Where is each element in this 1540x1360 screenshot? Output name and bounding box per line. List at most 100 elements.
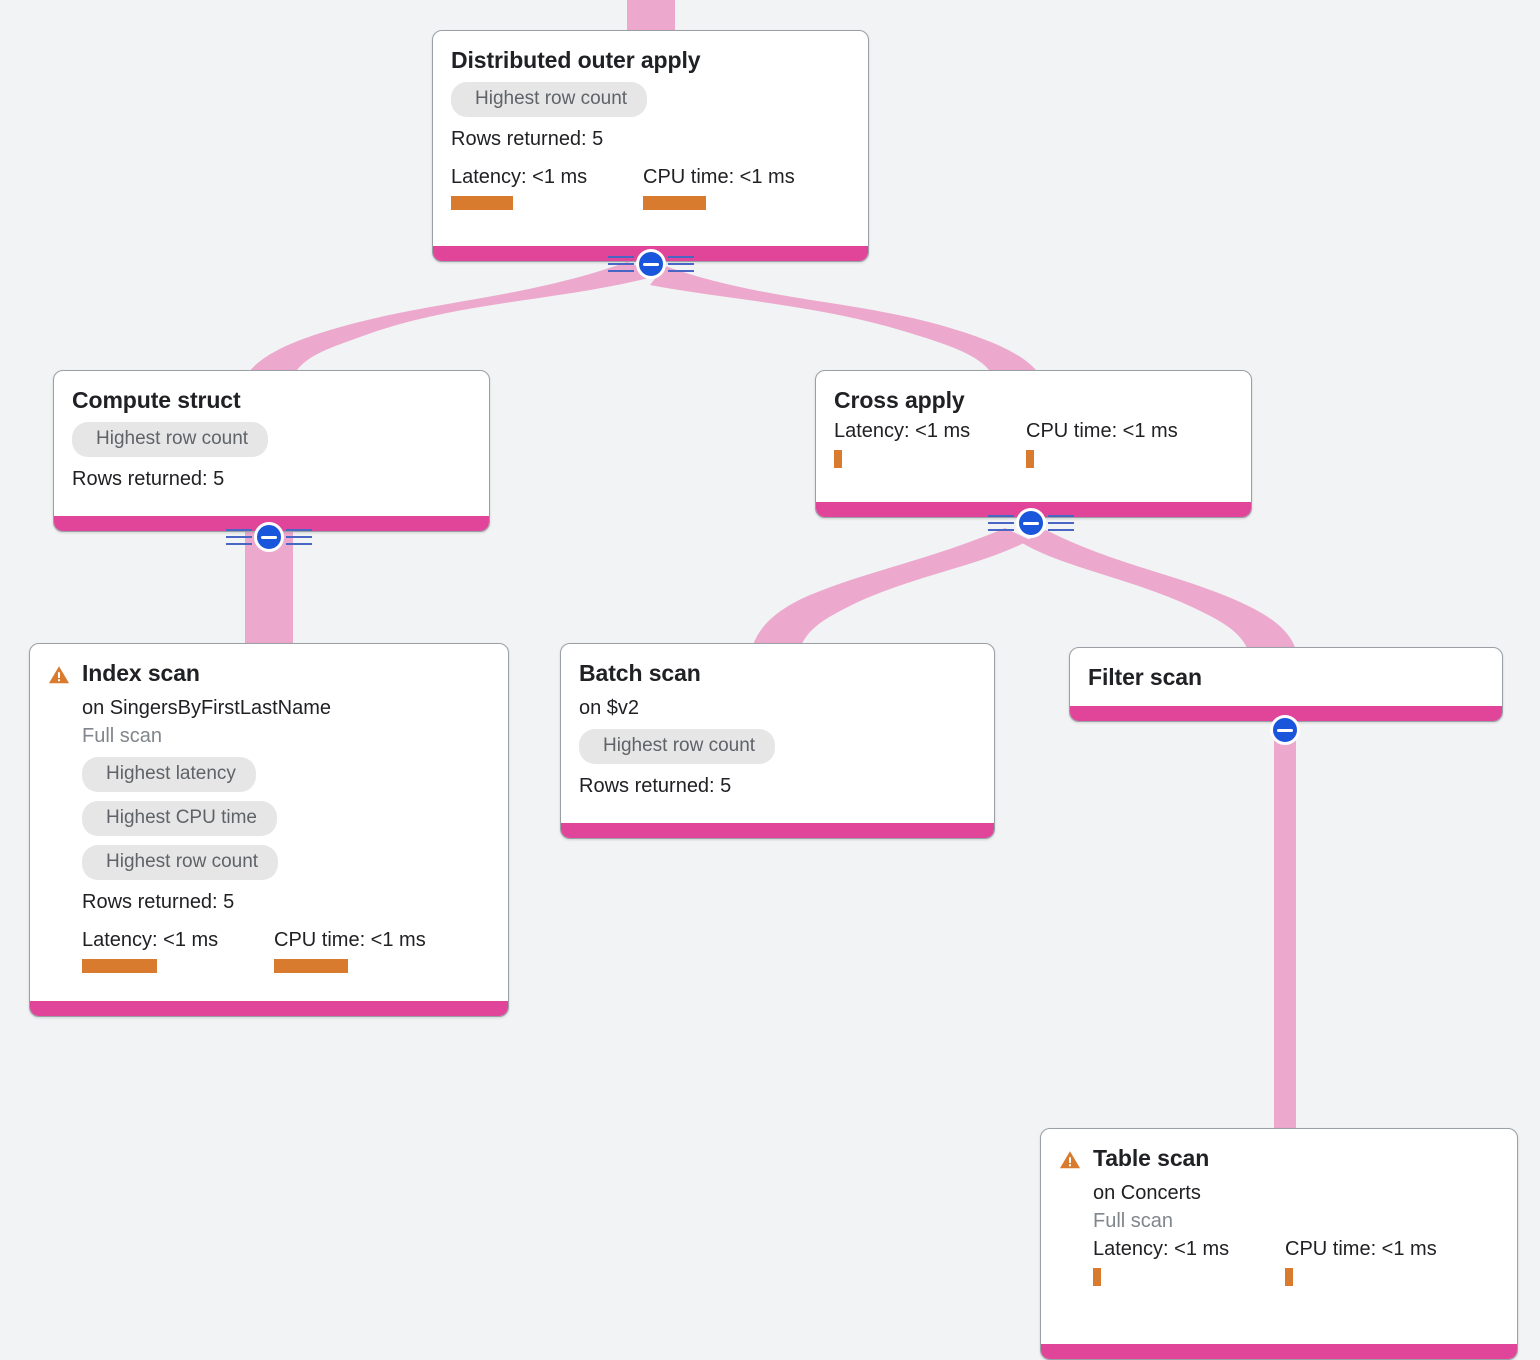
- node-header: Cross apply: [834, 387, 1233, 413]
- metric-latency: Latency: <1 ms: [82, 928, 274, 973]
- node-index-scan[interactable]: Index scan on SingersByFirstLastName Ful…: [29, 643, 509, 1017]
- node-header: Index scan: [48, 660, 490, 686]
- rows-returned: Rows returned: 5: [579, 775, 732, 798]
- metric-label: Latency: <1 ms: [451, 166, 588, 189]
- edge-cross-apply-to-filter-scan: [1022, 530, 1296, 650]
- node-table-scan[interactable]: Table scan on Concerts Full scan Latency…: [1040, 1128, 1518, 1360]
- node-filter-scan[interactable]: Filter scan: [1069, 647, 1503, 722]
- toggle-sideline-right: [1048, 515, 1074, 532]
- metric-bar: [1285, 1268, 1293, 1287]
- metric-label: CPU time: <1 ms: [643, 166, 795, 189]
- node-content: Filter scan: [1070, 648, 1502, 696]
- metric-bar: [643, 196, 706, 211]
- node-status-bar: [30, 1001, 508, 1016]
- collapse-toggle-filter-scan[interactable]: [1270, 715, 1300, 745]
- node-content: Cross apply Latency: <1 ms CPU time: <1 …: [816, 371, 1251, 482]
- node-title: Compute struct: [72, 387, 241, 413]
- metrics-row: Latency: <1 ms CPU time: <1 ms: [834, 419, 1233, 469]
- node-details: Highest row count Rows returned: 5 Laten…: [451, 73, 850, 211]
- metric-label: Latency: <1 ms: [834, 420, 971, 443]
- node-cross-apply[interactable]: Cross apply Latency: <1 ms CPU time: <1 …: [815, 370, 1252, 518]
- node-details: Highest row count Rows returned: 5: [72, 413, 471, 491]
- metric-latency: Latency: <1 ms: [451, 165, 643, 211]
- metrics-row: Latency: <1 ms CPU time: <1 ms: [1093, 1237, 1499, 1287]
- metric-label: Latency: <1 ms: [82, 928, 219, 951]
- collapse-toggle-cross-apply[interactable]: [988, 508, 1074, 538]
- metric-label: CPU time: <1 ms: [1285, 1238, 1437, 1261]
- node-details: on SingersByFirstLastName Full scan High…: [48, 696, 490, 973]
- rows-returned: Rows returned: 5: [82, 890, 235, 913]
- node-compute-struct[interactable]: Compute struct Highest row count Rows re…: [53, 370, 490, 532]
- edge-distributed-outer-apply-to-cross-apply: [650, 266, 1042, 378]
- node-details: on $v2 Highest row count Rows returned: …: [579, 696, 976, 798]
- node-subtitle: on SingersByFirstLastName: [82, 697, 331, 720]
- node-header: Compute struct: [72, 387, 471, 413]
- badge-highest-cpu-time: Highest CPU time: [82, 801, 277, 837]
- metric-bar: [274, 958, 348, 973]
- toggle-sideline-left: [226, 529, 252, 546]
- badge-highest-row-count: Highest row count: [82, 845, 279, 880]
- minus-icon: [643, 262, 659, 266]
- node-header: Table scan: [1059, 1145, 1499, 1171]
- node-details: on Concerts Full scan Latency: <1 ms CPU…: [1059, 1181, 1499, 1287]
- minus-icon: [1277, 728, 1293, 732]
- collapse-toggle-compute-struct[interactable]: [226, 522, 312, 552]
- metric-cpu-time: CPU time: <1 ms: [1285, 1237, 1437, 1287]
- warning-icon: [48, 666, 70, 684]
- node-subtitle: on Concerts: [1093, 1182, 1201, 1205]
- metric-cpu-time: CPU time: <1 ms: [274, 928, 426, 973]
- edge-distributed-outer-apply-to-compute-struct: [245, 262, 660, 378]
- node-title: Table scan: [1093, 1145, 1210, 1171]
- node-title: Filter scan: [1088, 664, 1202, 690]
- metric-bar: [1093, 1268, 1101, 1287]
- toggle-sideline-left: [988, 515, 1014, 532]
- node-content: Batch scan on $v2 Highest row count Rows…: [561, 644, 994, 812]
- node-title: Cross apply: [834, 387, 965, 413]
- badge-list: Highest latency Highest CPU time Highest…: [82, 748, 490, 880]
- node-batch-scan[interactable]: Batch scan on $v2 Highest row count Rows…: [560, 643, 995, 839]
- badge-highest-row-count: Highest row count: [451, 82, 648, 118]
- scan-type: Full scan: [82, 725, 163, 748]
- node-content: Distributed outer apply Highest row coun…: [433, 31, 868, 224]
- node-title: Batch scan: [579, 660, 701, 686]
- node-title: Distributed outer apply: [451, 47, 701, 73]
- node-content: Table scan on Concerts Full scan Latency…: [1041, 1129, 1517, 1300]
- node-details: Latency: <1 ms CPU time: <1 ms: [834, 419, 1233, 469]
- metric-cpu-time: CPU time: <1 ms: [1026, 419, 1178, 469]
- metric-latency: Latency: <1 ms: [1093, 1237, 1285, 1287]
- metrics-row: Latency: <1 ms CPU time: <1 ms: [82, 928, 490, 973]
- metric-label: CPU time: <1 ms: [274, 928, 426, 951]
- node-status-bar: [561, 823, 994, 838]
- node-status-bar: [1070, 706, 1502, 721]
- minus-icon: [1023, 521, 1039, 525]
- node-header: Distributed outer apply: [451, 47, 850, 73]
- node-content: Index scan on SingersByFirstLastName Ful…: [30, 644, 508, 987]
- metric-bar: [834, 450, 842, 469]
- rows-returned: Rows returned: 5: [72, 468, 225, 491]
- badge-highest-latency: Highest latency: [82, 757, 256, 793]
- node-header: Filter scan: [1088, 664, 1484, 690]
- edge-cross-apply-to-batch-scan: [752, 528, 1030, 648]
- scan-type: Full scan: [1093, 1210, 1174, 1233]
- collapse-toggle-distributed-outer-apply[interactable]: [608, 249, 694, 279]
- edge-filter-scan-to-table-scan: [1274, 722, 1296, 1132]
- rows-returned: Rows returned: 5: [451, 128, 604, 151]
- badge-highest-row-count: Highest row count: [579, 729, 776, 765]
- metric-latency: Latency: <1 ms: [834, 419, 1026, 469]
- node-status-bar: [1041, 1344, 1517, 1359]
- badge-highest-row-count: Highest row count: [72, 422, 269, 458]
- metric-bar: [82, 958, 157, 973]
- toggle-sideline-left: [608, 256, 634, 273]
- metrics-row: Latency: <1 ms CPU time: <1 ms: [451, 165, 850, 211]
- minus-icon: [261, 535, 277, 539]
- toggle-sideline-right: [286, 529, 312, 546]
- metric-bar: [1026, 450, 1034, 469]
- toggle-sideline-right: [668, 256, 694, 273]
- node-header: Batch scan: [579, 660, 976, 686]
- node-subtitle: on $v2: [579, 697, 640, 720]
- metric-cpu-time: CPU time: <1 ms: [643, 165, 795, 211]
- metric-bar: [451, 196, 513, 211]
- node-distributed-outer-apply[interactable]: Distributed outer apply Highest row coun…: [432, 30, 869, 262]
- metric-label: Latency: <1 ms: [1093, 1238, 1230, 1261]
